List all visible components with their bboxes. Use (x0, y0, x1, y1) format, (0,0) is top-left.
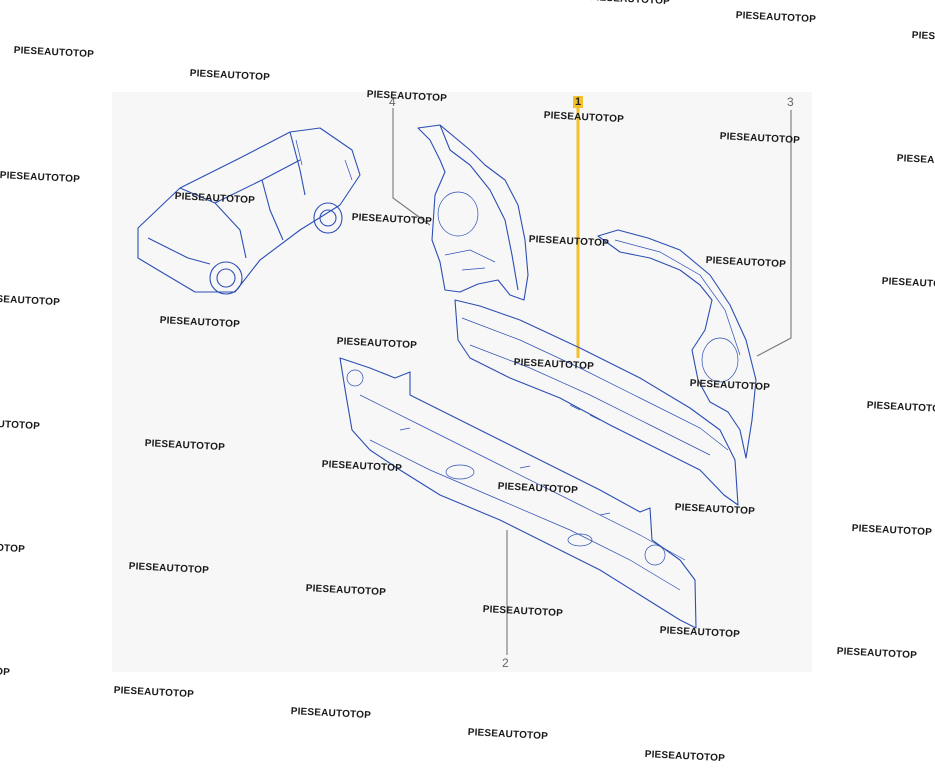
part-1 (454, 299, 739, 506)
part-2 (339, 357, 697, 629)
car-illustration (137, 127, 361, 295)
diagram-background (112, 92, 812, 672)
callout-2: 2 (502, 656, 509, 670)
leader-3 (756, 110, 792, 357)
callout-3: 3 (787, 95, 794, 109)
part-3 (597, 229, 757, 459)
callout-4: 4 (389, 95, 396, 109)
part-4 (417, 124, 529, 301)
callout-1: 1 (573, 96, 584, 108)
leader-4 (392, 108, 431, 226)
